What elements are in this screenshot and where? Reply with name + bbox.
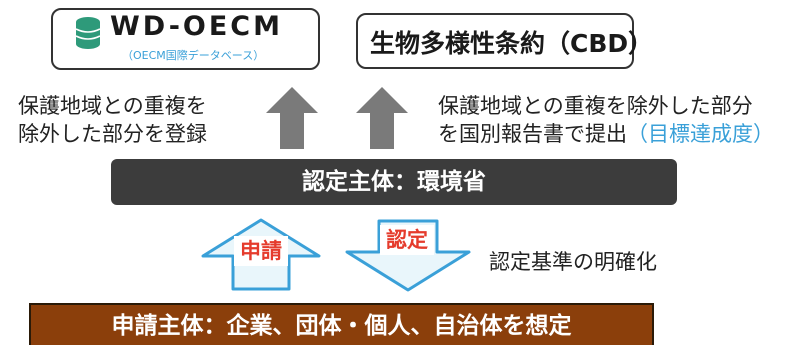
- cbd-box: [356, 13, 634, 69]
- cbd-title: 生物多様性条約（CBD）: [370, 29, 654, 58]
- left-note-line1: 保護地域との重複を: [18, 94, 207, 118]
- right-note: 保護地域との重複を除外した部分 を国別報告書で提出（目標達成度）: [438, 92, 774, 148]
- left-note: 保護地域との重複を 除外した部分を登録: [18, 92, 207, 148]
- right-note-line1: 保護地域との重複を除外した部分: [438, 94, 753, 118]
- certifying-authority-label: 認定主体：環境省: [302, 169, 486, 195]
- target-achievement-text: （目標達成度）: [627, 122, 774, 146]
- clarify-criteria-text: 認定基準の明確化: [489, 250, 657, 274]
- wd-oecm-title: WD-OECM: [110, 11, 283, 42]
- right-note-line2-text: を国別報告書で提出: [438, 122, 627, 146]
- wd-oecm-subtitle: （OECM国際データベース）: [122, 49, 265, 62]
- applicant-label: 申請主体：企業、団体・個人、自治体を想定: [111, 313, 572, 339]
- left-note-line2: 除外した部分を登録: [18, 122, 207, 146]
- certify-label: 認定: [380, 225, 434, 255]
- applicant-bar: 申請主体：企業、団体・個人、自治体を想定: [29, 303, 654, 345]
- certifying-authority-bar: 認定主体：環境省: [111, 159, 677, 205]
- up-arrow-to-wd-oecm-icon: [266, 87, 318, 149]
- certify-down-arrow-icon: [345, 219, 471, 292]
- up-arrow-to-cbd-icon: [356, 87, 408, 149]
- apply-label: 申請: [234, 236, 288, 266]
- database-icon: [75, 17, 101, 49]
- right-note-line2: を国別報告書で提出（目標達成度）: [438, 120, 774, 148]
